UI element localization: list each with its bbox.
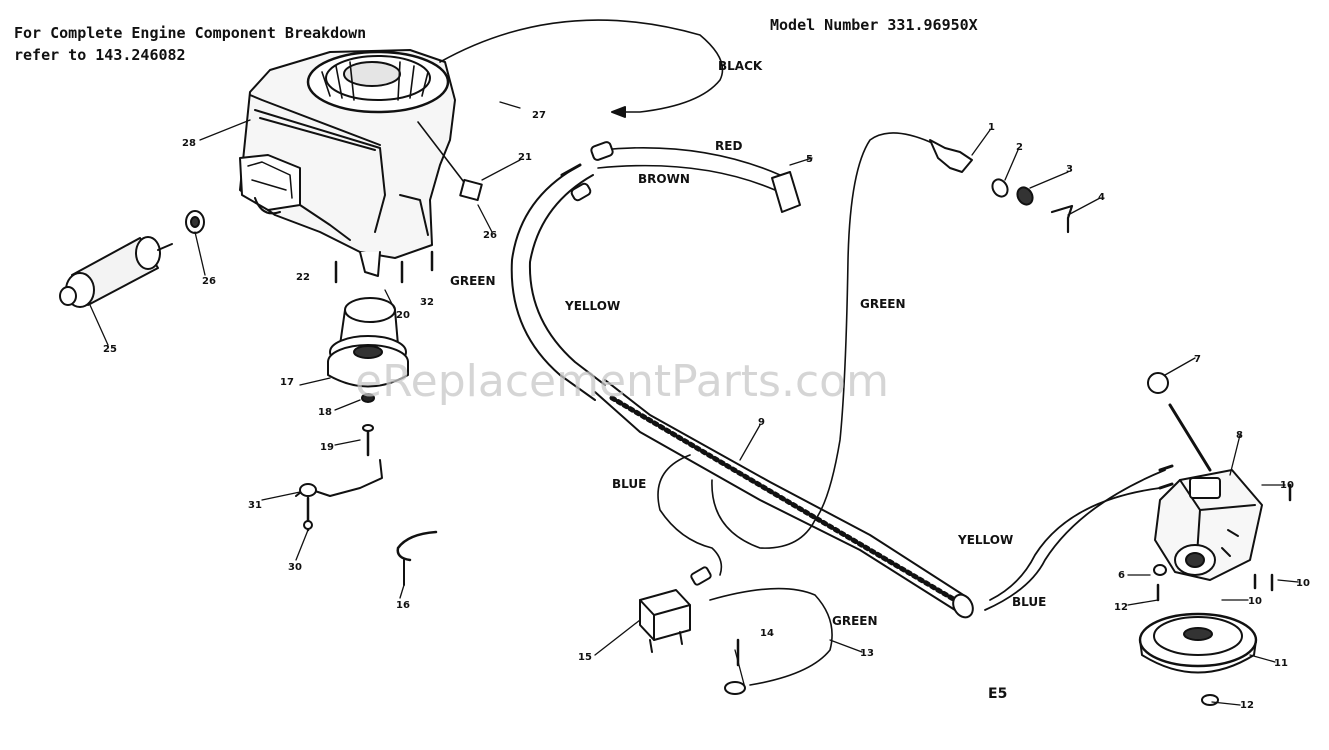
wire-label-blue-left: BLUE (612, 477, 646, 491)
engine-reference-note-line2: refer to 143.246082 (14, 46, 186, 64)
part-number-14: 14 (760, 628, 774, 639)
connector-parts-top (929, 139, 1074, 234)
wire-label-black: BLACK (718, 59, 763, 73)
part-number-1: 1 (988, 122, 995, 133)
air-filter (59, 210, 205, 308)
part-number-12a: 12 (1114, 602, 1128, 613)
part-number-19: 19 (320, 442, 334, 453)
switch-15 (639, 589, 691, 653)
part-number-7: 7 (1194, 354, 1201, 365)
part-number-12b: 12 (1240, 700, 1254, 711)
diagram-code: E5 (988, 686, 1007, 702)
part-number-32: 32 (420, 297, 434, 308)
engine-pulley (327, 297, 409, 457)
part-number-27: 27 (532, 110, 546, 121)
part-number-30: 30 (288, 562, 302, 573)
part-number-2: 2 (1016, 142, 1023, 153)
wire-label-green-left: GREEN (450, 274, 496, 288)
watermark: eReplacementParts.com (355, 356, 889, 407)
brake-linkage (295, 459, 438, 586)
part-number-3: 3 (1066, 164, 1073, 175)
engine-reference-note-line1: For Complete Engine Component Breakdown (14, 24, 367, 42)
engine-assembly (239, 49, 456, 277)
wire-label-green-mid: GREEN (860, 297, 906, 311)
wire-label-red: RED (715, 139, 742, 153)
part-number-6: 6 (1118, 570, 1125, 581)
part-number-10c: 10 (1248, 596, 1262, 607)
part-number-21: 21 (518, 152, 532, 163)
part-number-25: 25 (103, 344, 117, 355)
part-number-26a: 26 (483, 230, 497, 241)
part-number-26b: 26 (202, 276, 216, 287)
part-number-16: 16 (396, 600, 410, 611)
part-number-28: 28 (182, 138, 196, 149)
wire-label-green-bottom: GREEN (832, 614, 878, 628)
part-number-11: 11 (1274, 658, 1288, 669)
part-number-10a: 10 (1280, 480, 1294, 491)
model-number: Model Number 331.96950X (770, 16, 978, 34)
part-number-20: 20 (396, 310, 410, 321)
wire-label-yellow-right: YELLOW (957, 533, 1013, 547)
wire-label-blue-right: BLUE (1012, 595, 1046, 609)
part-number-18: 18 (318, 407, 332, 418)
electric-clutch (1138, 372, 1292, 706)
part-number-9: 9 (758, 417, 765, 428)
part-number-15: 15 (578, 652, 592, 663)
part-number-10b: 10 (1296, 578, 1310, 589)
part-number-17: 17 (280, 377, 294, 388)
part-number-13: 13 (860, 648, 874, 659)
leader-lines (89, 101, 1299, 706)
wire-label-yellow-top: YELLOW (564, 299, 620, 313)
part-number-8: 8 (1236, 430, 1243, 441)
part-number-22: 22 (296, 272, 310, 283)
wiring-harness (417, 19, 1174, 695)
wire-label-brown: BROWN (638, 172, 690, 186)
part-number-4: 4 (1098, 192, 1105, 203)
part-number-31: 31 (248, 500, 262, 511)
part-number-5: 5 (806, 154, 813, 165)
